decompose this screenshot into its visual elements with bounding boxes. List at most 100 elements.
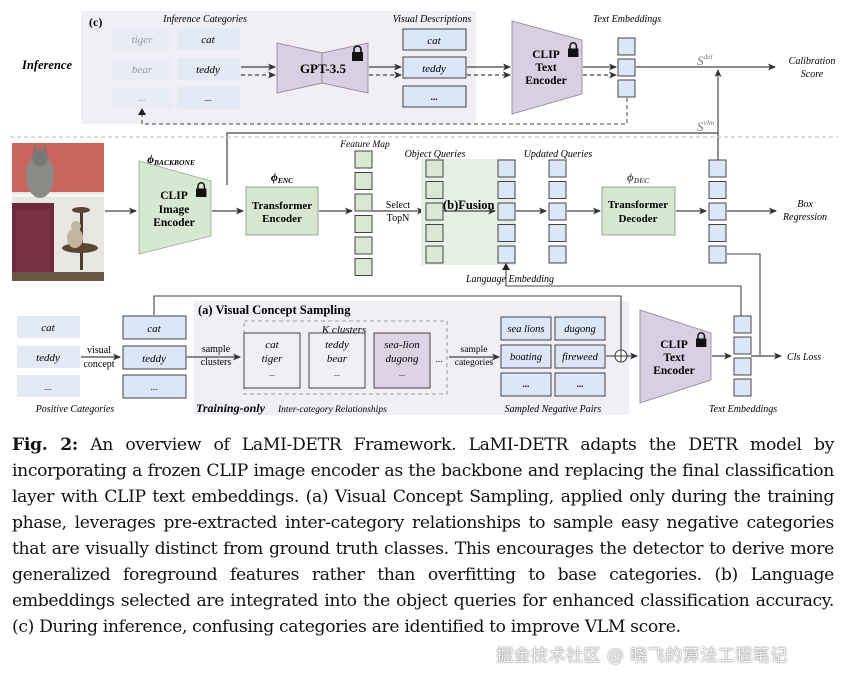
clip-text-encoder-training [639, 309, 712, 404]
inference-categories-title: Inference Categories [162, 14, 247, 25]
negative-pair-item: fireweed [562, 352, 599, 363]
text-embeddings-title-inference: Text Embeddings [593, 14, 661, 25]
arrow-head [138, 108, 146, 115]
feedback-dashed-line [141, 98, 628, 125]
negative-pair-item: ... [577, 379, 584, 389]
inference-category: ... [139, 93, 146, 103]
positive-categories-title: Positive Categories [35, 404, 115, 415]
visual-description: teddy [422, 63, 446, 75]
visual-description: cat [427, 35, 441, 47]
lock-icon [696, 332, 707, 347]
cluster-item: ... [334, 369, 340, 378]
select-label: Select [386, 200, 411, 211]
negative-pair-item: ... [523, 379, 530, 389]
cluster-item: bear [327, 353, 348, 365]
object-query-token [425, 202, 444, 221]
visual-description: ... [431, 92, 438, 102]
inference-category: teddy [196, 64, 220, 76]
text-embedding-token [733, 378, 752, 397]
transformer-encoder [245, 186, 319, 236]
decoder-label: Transformer [608, 199, 668, 211]
calibration-score-label: Score [801, 69, 824, 80]
lock-icon [352, 45, 363, 61]
object-queries-title: Object Queries [405, 149, 466, 160]
cluster-item: tiger [262, 353, 283, 365]
transformer-decoder [601, 186, 676, 236]
cls-loss-label: Cls Loss [787, 352, 821, 363]
updated-query-token [548, 202, 567, 221]
object-query-token [425, 159, 444, 178]
cluster-item: sea-lion [384, 339, 420, 351]
feature-map-title: Feature Map [339, 140, 390, 150]
dec-symbol: ϕDEC [627, 170, 650, 185]
decoder-output-token [708, 202, 727, 221]
decoder-output-token [708, 224, 727, 242]
inference-category: cat [201, 34, 215, 46]
sample-clusters-label: clusters [201, 357, 232, 368]
training-only-label: Training-only [196, 401, 266, 415]
fusion-label: (b)Fusion [443, 198, 494, 212]
clip-text-encoder-inference [511, 20, 583, 115]
gpt-label: GPT-3.5 [300, 61, 347, 76]
cluster-item: cat [265, 339, 279, 351]
visual-descriptions: cat teddy ... [402, 28, 467, 108]
visual-descriptions-title: Visual Descriptions [393, 14, 472, 25]
cluster-item: teddy [325, 339, 349, 351]
fused-queries [497, 159, 516, 264]
language-embedding-line [505, 266, 742, 316]
positive-categories: cat teddy ... [17, 316, 80, 397]
fused-query-token [497, 181, 516, 199]
updated-query-token [548, 245, 567, 264]
caption-text: An overview of LaMI-DETR Framework. LaMI… [12, 435, 835, 637]
inference-row-label: Inference [21, 58, 72, 72]
concept-box-label: teddy [142, 353, 166, 365]
encoder-label: Encoder [653, 365, 695, 377]
sample-clusters-label: sample [202, 344, 231, 355]
box-regression-label: Box [797, 199, 813, 210]
calibration-score-label: Calibration [789, 56, 836, 67]
text-embeddings-inference [617, 37, 636, 98]
encoder-label: Encoder [525, 75, 567, 87]
input-image [12, 143, 104, 281]
text-embeddings-training [733, 315, 752, 397]
inference-category: tiger [132, 34, 153, 46]
decoder-output-token [708, 181, 727, 199]
concept-boxes: cat teddy ... [122, 315, 187, 399]
positive-to-merge-line [153, 295, 622, 356]
encoder-label: Text [535, 62, 556, 74]
box-regression-label: Regression [782, 212, 827, 223]
inference-category: bear [132, 64, 153, 76]
encoder-label: CLIP [660, 339, 687, 351]
clusters: cat tiger ... teddy bear ... sea-lion du… [243, 332, 431, 389]
text-embedding-token [733, 336, 752, 355]
encoder-label: Text [663, 352, 684, 364]
encoder-label: Encoder [262, 213, 302, 225]
encoder-label: Transformer [252, 200, 312, 212]
decoder-output-token [708, 245, 727, 264]
decoder-output-token [708, 159, 727, 178]
text-embeddings-title-training: Text Embeddings [709, 404, 777, 415]
feature-token [354, 193, 373, 212]
updated-query-token [548, 224, 567, 242]
object-queries [425, 159, 444, 264]
figure-caption: Fig. 2: An overview of LaMI-DETR Framewo… [12, 432, 834, 640]
backbone-symbol: ϕBACKBONE [147, 152, 195, 167]
updated-query-token [548, 159, 567, 178]
updated-queries [548, 159, 567, 264]
fused-query-token [497, 159, 516, 178]
fused-query-token [497, 224, 516, 242]
language-embedding-label: Language Embedding [465, 274, 554, 285]
concept-box-label: ... [151, 382, 158, 392]
inter-category-label: Inter-category Relationships [277, 405, 387, 415]
object-query-token [425, 245, 444, 264]
svlm-line [226, 132, 718, 185]
panel-tag-c: (c) [89, 15, 102, 29]
watermark: 掘金技术社区 @ 晓飞的算法工程笔记 [496, 646, 788, 666]
negative-pair-item: sea lions [507, 324, 544, 335]
negative-pairs: sea lions dugong boating fireweed ... ..… [500, 316, 606, 397]
fused-query-token [497, 202, 516, 221]
updated-queries-title: Updated Queries [524, 149, 593, 160]
cluster-item: dugong [386, 353, 420, 365]
select-label: TopN [387, 213, 410, 224]
s-det-label: Sdet [697, 52, 714, 68]
